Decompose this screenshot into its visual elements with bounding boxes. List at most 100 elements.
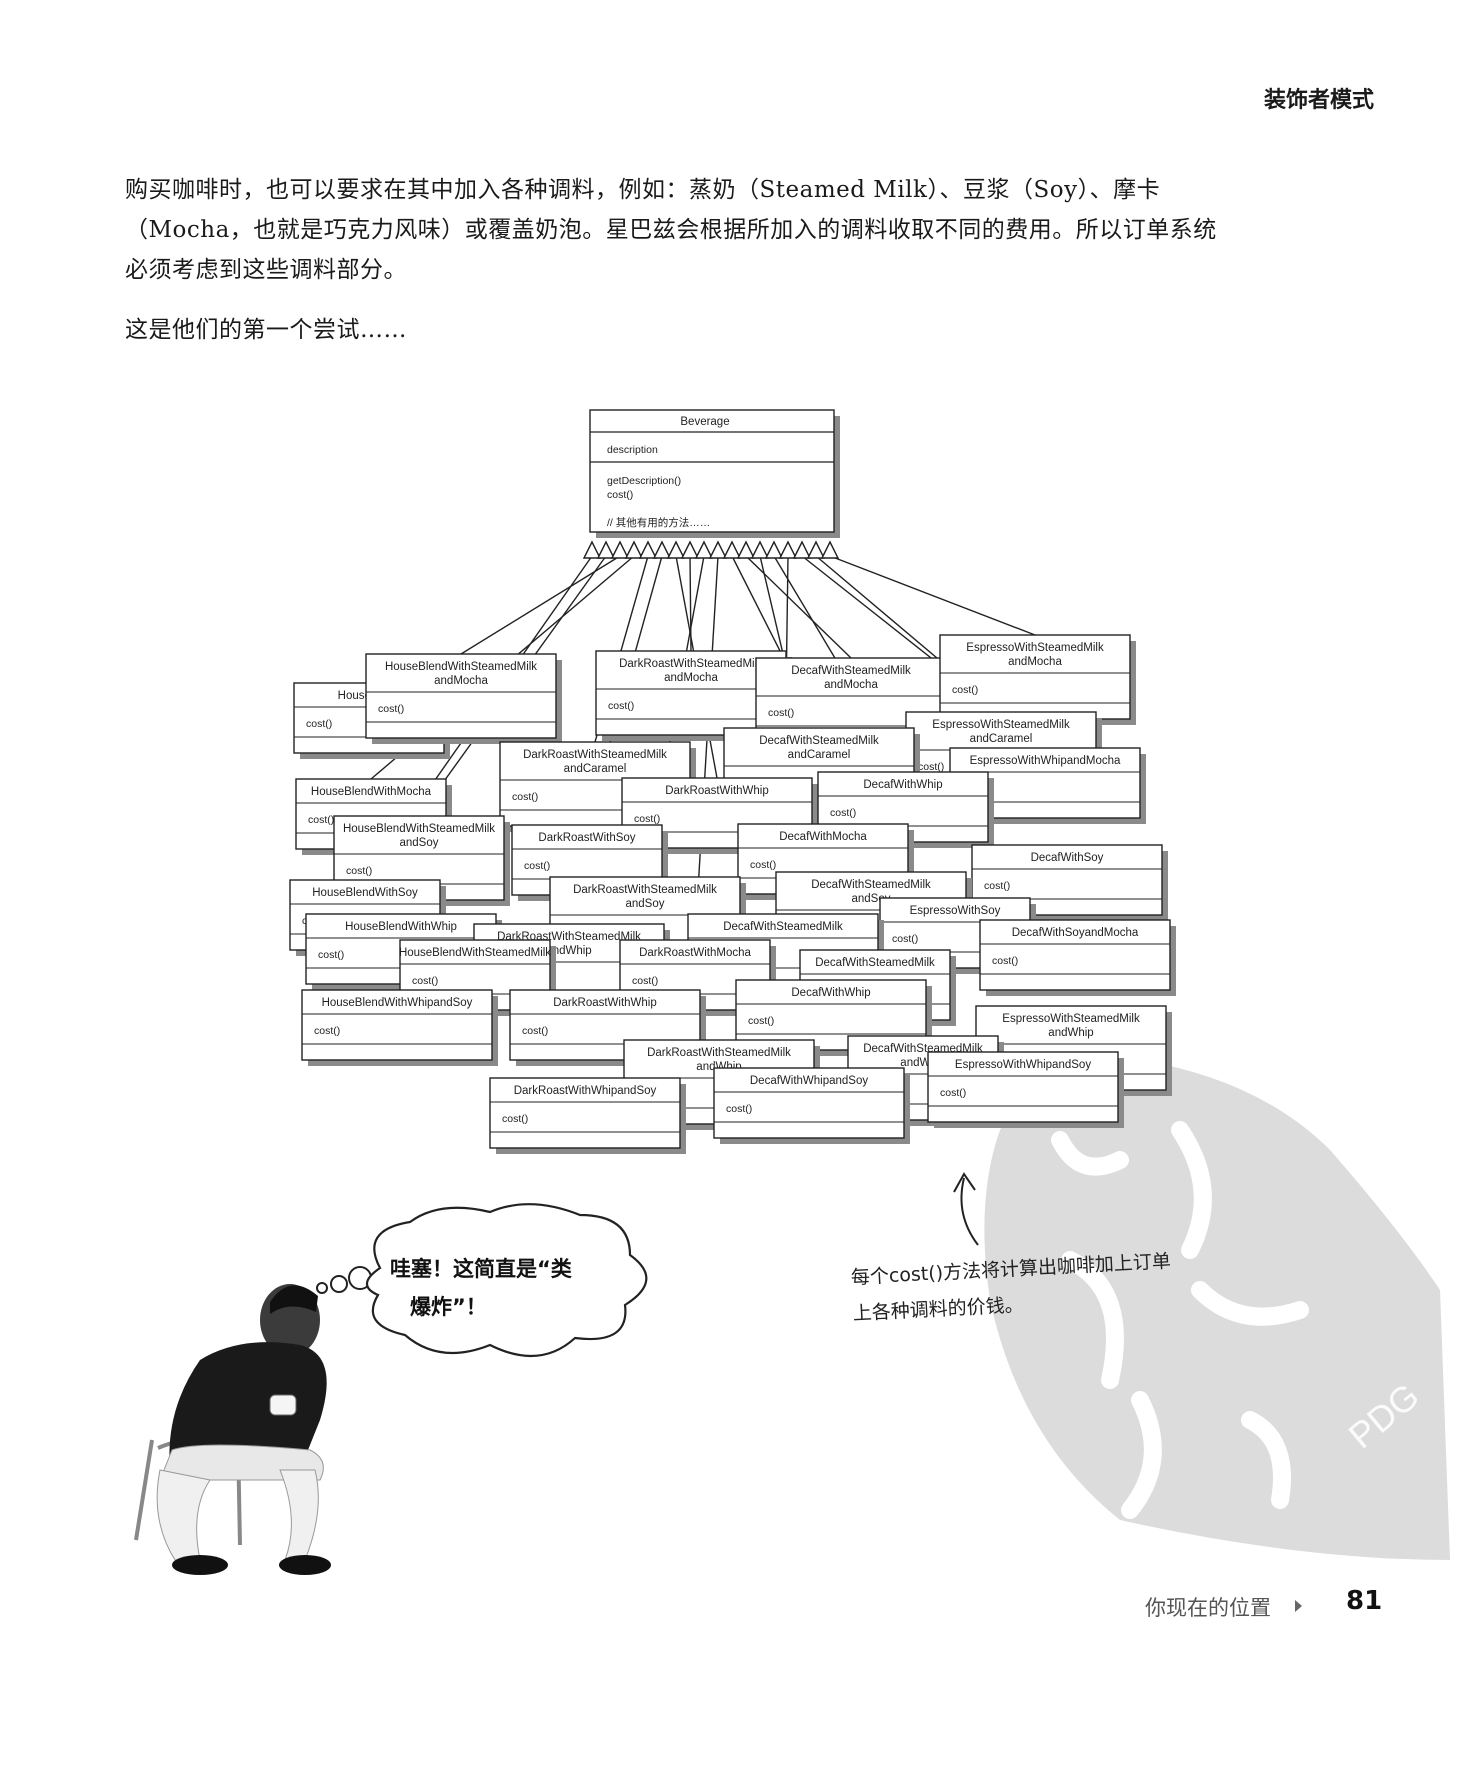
thought-line-1: 哇塞！这简直是“类 [390, 1257, 572, 1281]
paragraph-1: 购买咖啡时，也可以要求在其中加入各种调料，例如：蒸奶（Steamed Milk）… [125, 177, 1217, 283]
inheritance-line [689, 555, 692, 652]
subclass-name: andWhip [1048, 1027, 1093, 1039]
subclass-boxes: HouseBlendcost()HouseBlendWithSteamedMil… [289, 634, 1176, 1154]
subclass-name: DecafWithSteamedMilk [791, 665, 911, 677]
subclass-name: EspressoWithSoy [910, 905, 1001, 917]
subclass-method: cost() [318, 949, 344, 961]
subclass-name: DecafWithSteamedMilk [815, 957, 935, 969]
beverage-class-box: Beverage description getDescription() co… [589, 409, 840, 538]
subclass-method: cost() [314, 1025, 340, 1037]
man-sitting-illustration [134, 1284, 331, 1575]
beverage-field: description [607, 444, 658, 456]
beverage-method-cost: cost() [607, 489, 633, 501]
subclass-name: EspressoWithWhipandMocha [970, 755, 1121, 767]
thought-bubble-text: 哇塞！这简直是“类 爆炸”！ [390, 1250, 620, 1326]
subclass-name: andWhip [546, 945, 591, 957]
subclass-name: EspressoWithSteamedMilk [1002, 1013, 1140, 1025]
inheritance-arrowhead-icon [680, 540, 700, 559]
subclass-name: andCaramel [788, 749, 851, 761]
inheritance-arrowhead-icon [764, 540, 784, 559]
subclass-name: DarkRoastWithSteamedMilk [619, 658, 763, 670]
subclass-name: DarkRoastWithSteamedMilk [523, 749, 667, 761]
inheritance-arrowhead-icon [736, 540, 756, 559]
inheritance-arrowhead-icon [652, 540, 672, 559]
inheritance-line [745, 555, 852, 659]
subclass-name: DecafWithSoy [1031, 852, 1104, 864]
subclass-method: cost() [830, 807, 856, 819]
subclass-method: cost() [608, 700, 634, 712]
running-title: 装饰者模式 [1263, 88, 1374, 113]
subclass-method: cost() [634, 813, 660, 825]
subclass-name: EspressoWithSteamedMilk [966, 642, 1104, 654]
subclass-method: cost() [522, 1025, 548, 1037]
subclass-name: andMocha [434, 675, 488, 687]
subclass-method: cost() [502, 1113, 528, 1125]
subclass-method: cost() [892, 933, 918, 945]
subclass-name: DarkRoastWithSteamedMilk [573, 884, 717, 896]
subclass-name: DecafWithWhip [863, 779, 942, 791]
subclass-name: HouseBlendWithSteamedMilk [343, 823, 495, 835]
subclass-name: andSoy [625, 898, 664, 910]
paragraph-2: 这是他们的第一个尝试…… [125, 317, 407, 343]
subclass-method: cost() [992, 955, 1018, 967]
inheritance-line [460, 555, 621, 655]
subclass-name: DecafWithMocha [779, 831, 867, 843]
subclass-name: HouseBlendWithWhip [345, 921, 457, 933]
inheritance-arrowhead-icon [722, 540, 742, 559]
inheritance-arrowhead-icon [638, 540, 658, 559]
subclass-box: DarkRoastWithWhipandSoy cost() [489, 1077, 686, 1154]
inheritance-arrowhead-icon [792, 540, 812, 559]
subclass-name: andCaramel [970, 733, 1033, 745]
subclass-name: DecafWithSteamedMilk [811, 879, 931, 891]
inheritance-arrowhead-icon [582, 540, 602, 559]
subclass-name: DecafWithWhipandSoy [750, 1075, 868, 1087]
inheritance-arrowhead-icon [624, 540, 644, 559]
inheritance-arrowhead-icon [596, 540, 616, 559]
subclass-name: DarkRoastWithSteamedMilk [647, 1047, 791, 1059]
subclass-method: cost() [748, 1015, 774, 1027]
inheritance-arrowhead-icon [708, 540, 728, 559]
subclass-name: andMocha [824, 679, 878, 691]
inheritance-arrowhead-icon [610, 540, 630, 559]
subclass-name: DecafWithSteamedMilk [723, 921, 843, 933]
beverage-class-name: Beverage [680, 416, 729, 428]
subclass-method: cost() [346, 865, 372, 877]
subclass-name: andCaramel [564, 763, 627, 775]
subclass-name: DecafWithWhip [791, 987, 870, 999]
body-text: 购买咖啡时，也可以要求在其中加入各种调料，例如：蒸奶（Steamed Milk）… [125, 170, 1225, 350]
footer-arrow-icon [1295, 1600, 1302, 1612]
subclass-name: EspressoWithSteamedMilk [932, 719, 1070, 731]
subclass-method: cost() [768, 707, 794, 719]
subclass-method: cost() [306, 718, 332, 730]
subclass-name: DarkRoastWithWhip [553, 997, 657, 1009]
subclass-box: HouseBlendWithSteamedMilk andSoy cost() [333, 815, 510, 906]
subclass-name: DarkRoastWithMocha [639, 947, 751, 959]
inheritance-line [829, 555, 1036, 636]
subclass-name: HouseBlendWithSoy [312, 887, 418, 899]
beverage-method-getdescription: getDescription() [607, 475, 681, 487]
subclass-method: cost() [308, 814, 334, 826]
subclass-name: DarkRoastWithSoy [538, 832, 635, 844]
subclass-name: andSoy [399, 837, 438, 849]
inheritance-line [694, 555, 719, 941]
subclass-method: cost() [378, 703, 404, 715]
subclass-box: DecafWithWhip cost() [735, 979, 932, 1056]
subclass-method: cost() [750, 859, 776, 871]
subclass-name: andMocha [664, 672, 718, 684]
inheritance-arrowhead-icon [778, 540, 798, 559]
footer-section-label: 你现在的位置 [1145, 1596, 1271, 1620]
subclass-name: DarkRoastWithWhipandSoy [514, 1085, 657, 1097]
subclass-name: EspressoWithWhipandSoy [955, 1059, 1091, 1071]
subclass-name: DecafWithSteamedMilk [759, 735, 879, 747]
subclass-method: cost() [524, 860, 550, 872]
subclass-method: cost() [412, 975, 438, 987]
annotation-arrow [953, 1172, 979, 1246]
